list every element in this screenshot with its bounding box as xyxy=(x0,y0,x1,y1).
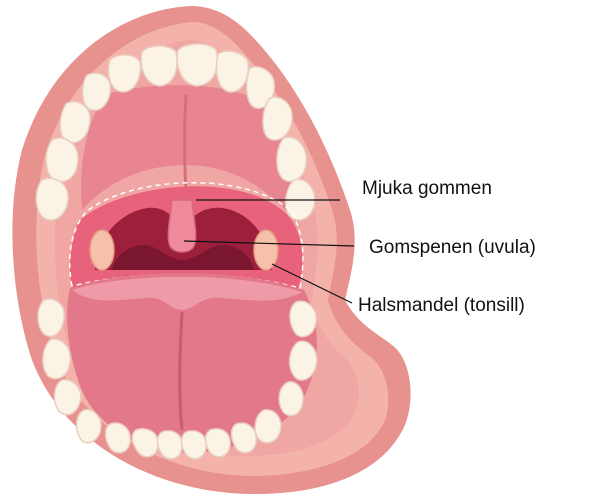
uvula xyxy=(168,200,195,252)
label-tonsil: Halsmandel (tonsill) xyxy=(358,295,525,316)
tonsil-right xyxy=(254,230,278,270)
tonsil-left xyxy=(90,230,114,270)
palate-raphe xyxy=(185,95,187,190)
label-soft-palate: Mjuka gommen xyxy=(362,178,492,199)
label-uvula: Gomspenen (uvula) xyxy=(369,237,536,258)
